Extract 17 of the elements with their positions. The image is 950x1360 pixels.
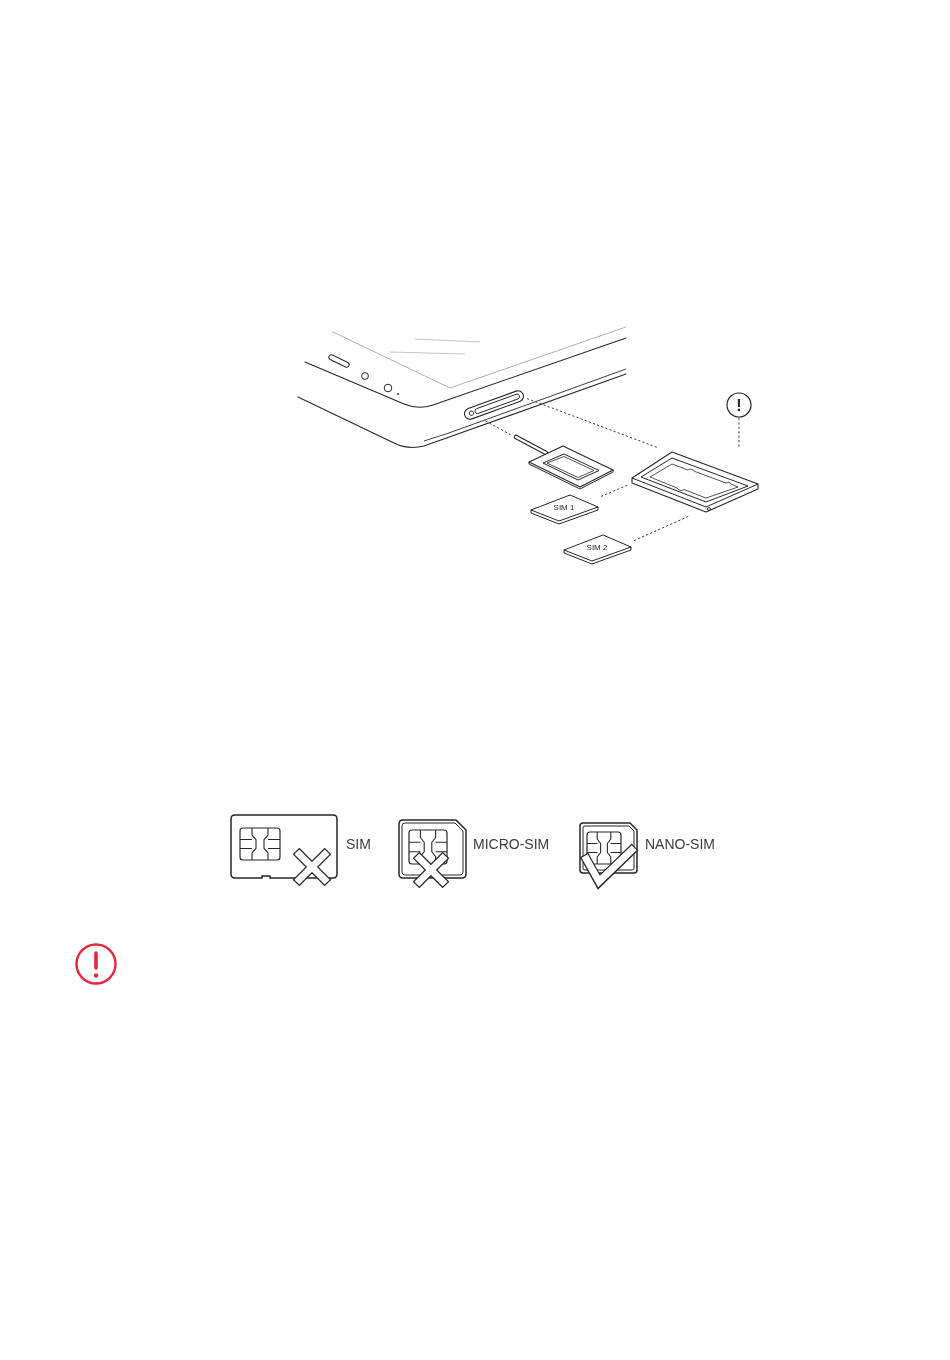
sim-tray xyxy=(628,448,762,516)
eject-pin xyxy=(512,432,616,490)
sim-size-label: NANO-SIM xyxy=(645,836,715,852)
dashed-guide-line xyxy=(485,420,513,436)
sim-card xyxy=(527,492,601,526)
warning-circle xyxy=(726,392,752,418)
dashed-guide-line xyxy=(600,484,629,497)
dashed-guide-line xyxy=(633,515,690,542)
exclamation-mark: ! xyxy=(736,397,742,414)
sim-size-label: SIM xyxy=(346,836,371,852)
sim-card xyxy=(560,532,634,566)
card-label: SIM 1 xyxy=(553,504,575,512)
dashed-guide-line xyxy=(738,417,740,449)
dashed-guide-line xyxy=(526,398,660,449)
card-label: SIM 2 xyxy=(586,544,608,552)
sim-size-label: MICRO-SIM xyxy=(473,836,550,852)
sim-slot xyxy=(461,389,527,421)
